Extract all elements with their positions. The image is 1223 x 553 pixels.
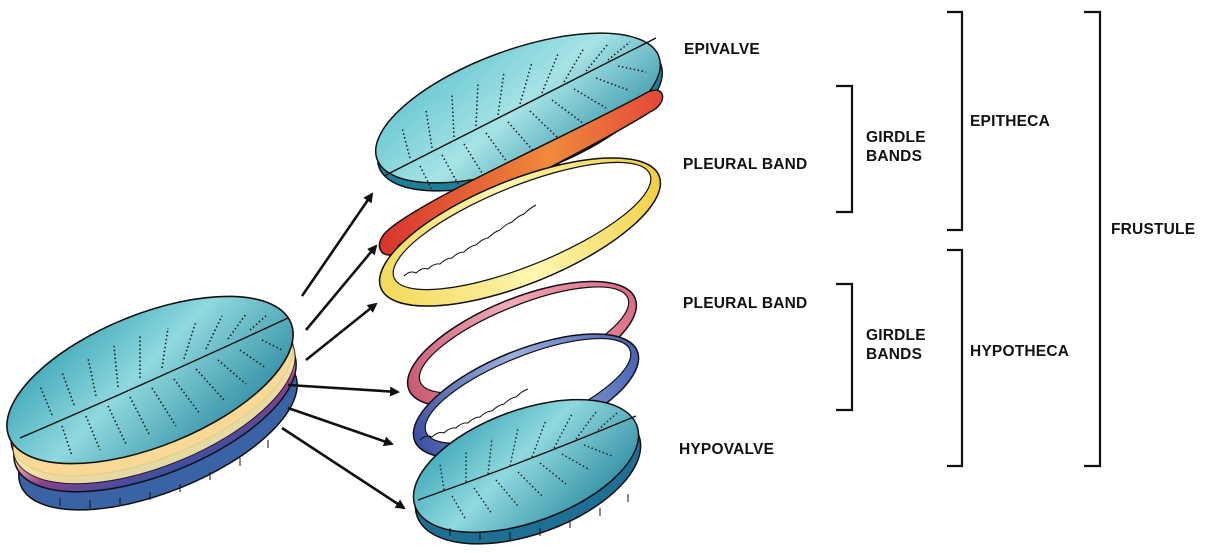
girdle-bands-top-line2: BANDS xyxy=(866,147,926,166)
girdle-bands-bottom-line1: GIRDLE xyxy=(866,326,926,345)
girdle-bands-top-bracket xyxy=(836,86,852,212)
arrow-to-girdle-band-bottom xyxy=(288,385,398,392)
epivalve-label: EPIVALVE xyxy=(684,40,760,59)
arrow-to-girdle-band-top xyxy=(306,304,376,360)
arrow-to-hypovalve xyxy=(282,428,404,508)
girdle-bands-top-line1: GIRDLE xyxy=(866,128,926,147)
pleural-band-bottom-label: PLEURAL BAND xyxy=(683,294,807,313)
girdle-bands-bottom-label: GIRDLE BANDS xyxy=(866,326,926,365)
pleural-band-top-label: PLEURAL BAND xyxy=(683,155,807,174)
epitheca-bracket xyxy=(947,12,962,230)
girdle-bands-top-label: GIRDLE BANDS xyxy=(866,128,926,167)
brackets xyxy=(836,12,1100,466)
arrow-to-pleural-band-bottom xyxy=(288,408,392,444)
hypovalve-label: HYPOVALVE xyxy=(679,440,774,459)
frustule-label: FRUSTULE xyxy=(1111,220,1195,239)
whole-frustule xyxy=(0,262,318,543)
hypotheca-bracket xyxy=(947,250,962,466)
girdle-bands-bottom-line2: BANDS xyxy=(866,345,926,364)
arrow-to-epivalve xyxy=(302,194,372,296)
arrow-to-pleural-band-top xyxy=(306,246,376,330)
girdle-bands-bottom-bracket xyxy=(836,284,852,410)
frustule-bracket xyxy=(1084,12,1100,466)
hypotheca-label: HYPOTHECA xyxy=(970,342,1069,361)
epitheca-label: EPITHECA xyxy=(970,112,1050,131)
